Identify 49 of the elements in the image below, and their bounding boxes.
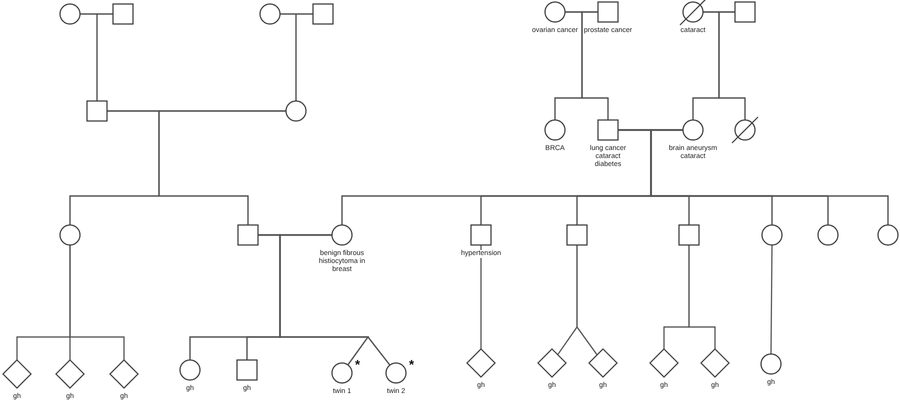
- descent-line: [96, 13, 113, 101]
- male-symbol: [678, 224, 700, 246]
- unknown-sex-symbol: [466, 348, 496, 378]
- descent-line: [718, 11, 746, 120]
- female-symbol: [331, 362, 353, 384]
- unknown-sex-symbol: [109, 359, 139, 389]
- descent-line: [279, 234, 390, 366]
- female-symbol: [59, 224, 81, 246]
- twin-marker: *: [409, 358, 414, 371]
- unknown-sex-symbol: [649, 348, 679, 378]
- descent-line: [158, 110, 286, 225]
- male-symbol: [237, 224, 259, 246]
- unknown-sex-symbol: [700, 348, 730, 378]
- descent-line: [576, 245, 598, 356]
- female-symbol: [259, 3, 281, 25]
- male-symbol: [470, 224, 492, 246]
- unknown-sex-symbol: [537, 348, 567, 378]
- descent-line: [480, 245, 482, 349]
- male-symbol: [734, 1, 756, 23]
- deceased-female-symbol: [679, 0, 707, 26]
- female-symbol: [59, 3, 81, 25]
- male-symbol: [566, 224, 588, 246]
- descent-line: [770, 245, 773, 354]
- descent-line: [581, 11, 609, 120]
- female-symbol: [817, 224, 839, 246]
- male-symbol: [597, 1, 619, 23]
- male-symbol: [597, 119, 619, 141]
- female-symbol: [760, 353, 782, 375]
- female-symbol: [877, 224, 899, 246]
- descent-line: [69, 245, 125, 360]
- female-symbol: [544, 1, 566, 23]
- male-symbol: [312, 3, 334, 25]
- twin-marker: *: [355, 358, 360, 371]
- male-symbol: [86, 100, 108, 122]
- unknown-sex-symbol: [588, 348, 618, 378]
- female-symbol: [544, 119, 566, 141]
- male-symbol: [112, 3, 134, 25]
- descent-line: [688, 245, 716, 349]
- female-symbol: [682, 119, 704, 141]
- female-symbol: [385, 362, 407, 384]
- descent-line: [295, 13, 313, 101]
- female-symbol: [285, 100, 307, 122]
- unknown-sex-symbol: [55, 359, 85, 389]
- male-symbol: [236, 359, 258, 381]
- female-symbol: [179, 359, 201, 381]
- female-symbol: [331, 224, 353, 246]
- female-symbol: [761, 224, 783, 246]
- deceased-female-symbol: [731, 116, 759, 144]
- unknown-sex-symbol: [2, 359, 32, 389]
